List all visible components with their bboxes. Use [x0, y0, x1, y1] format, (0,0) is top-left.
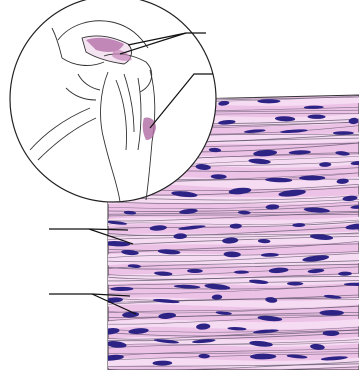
fibroblast-nucleus — [234, 270, 249, 273]
fibroblast-nucleus — [319, 310, 344, 316]
joint-inset — [10, 0, 216, 202]
fiber-band — [100, 300, 359, 304]
fibroblast-nucleus — [257, 99, 280, 103]
